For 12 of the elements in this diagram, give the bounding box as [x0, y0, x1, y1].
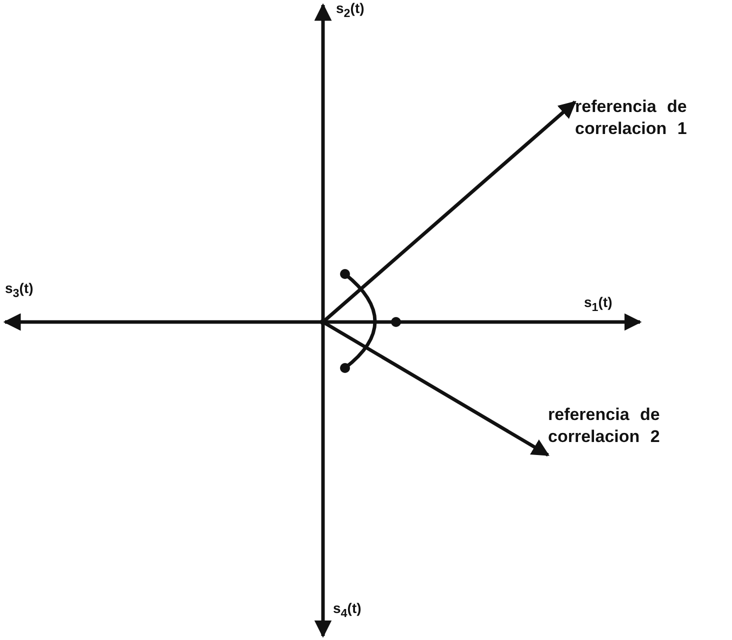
axis-arrow	[314, 3, 332, 322]
axis-label: s$_{3}$(t)	[5, 280, 34, 300]
vector-arrow	[322, 100, 576, 324]
axis-arrow	[3, 313, 323, 331]
axis-label: s$_{1}$(t)	[584, 294, 614, 314]
axis-label: s$_{4}$(t)	[333, 600, 362, 620]
vector-label: referencia de correlacion 2	[548, 404, 661, 448]
axis-arrow	[323, 313, 642, 331]
vector-arrow	[322, 320, 550, 456]
axis-arrow	[314, 322, 332, 638]
vector-label: referencia de correlacion 1	[575, 96, 688, 140]
axis-label: s$_{2}$(t)	[336, 0, 366, 20]
